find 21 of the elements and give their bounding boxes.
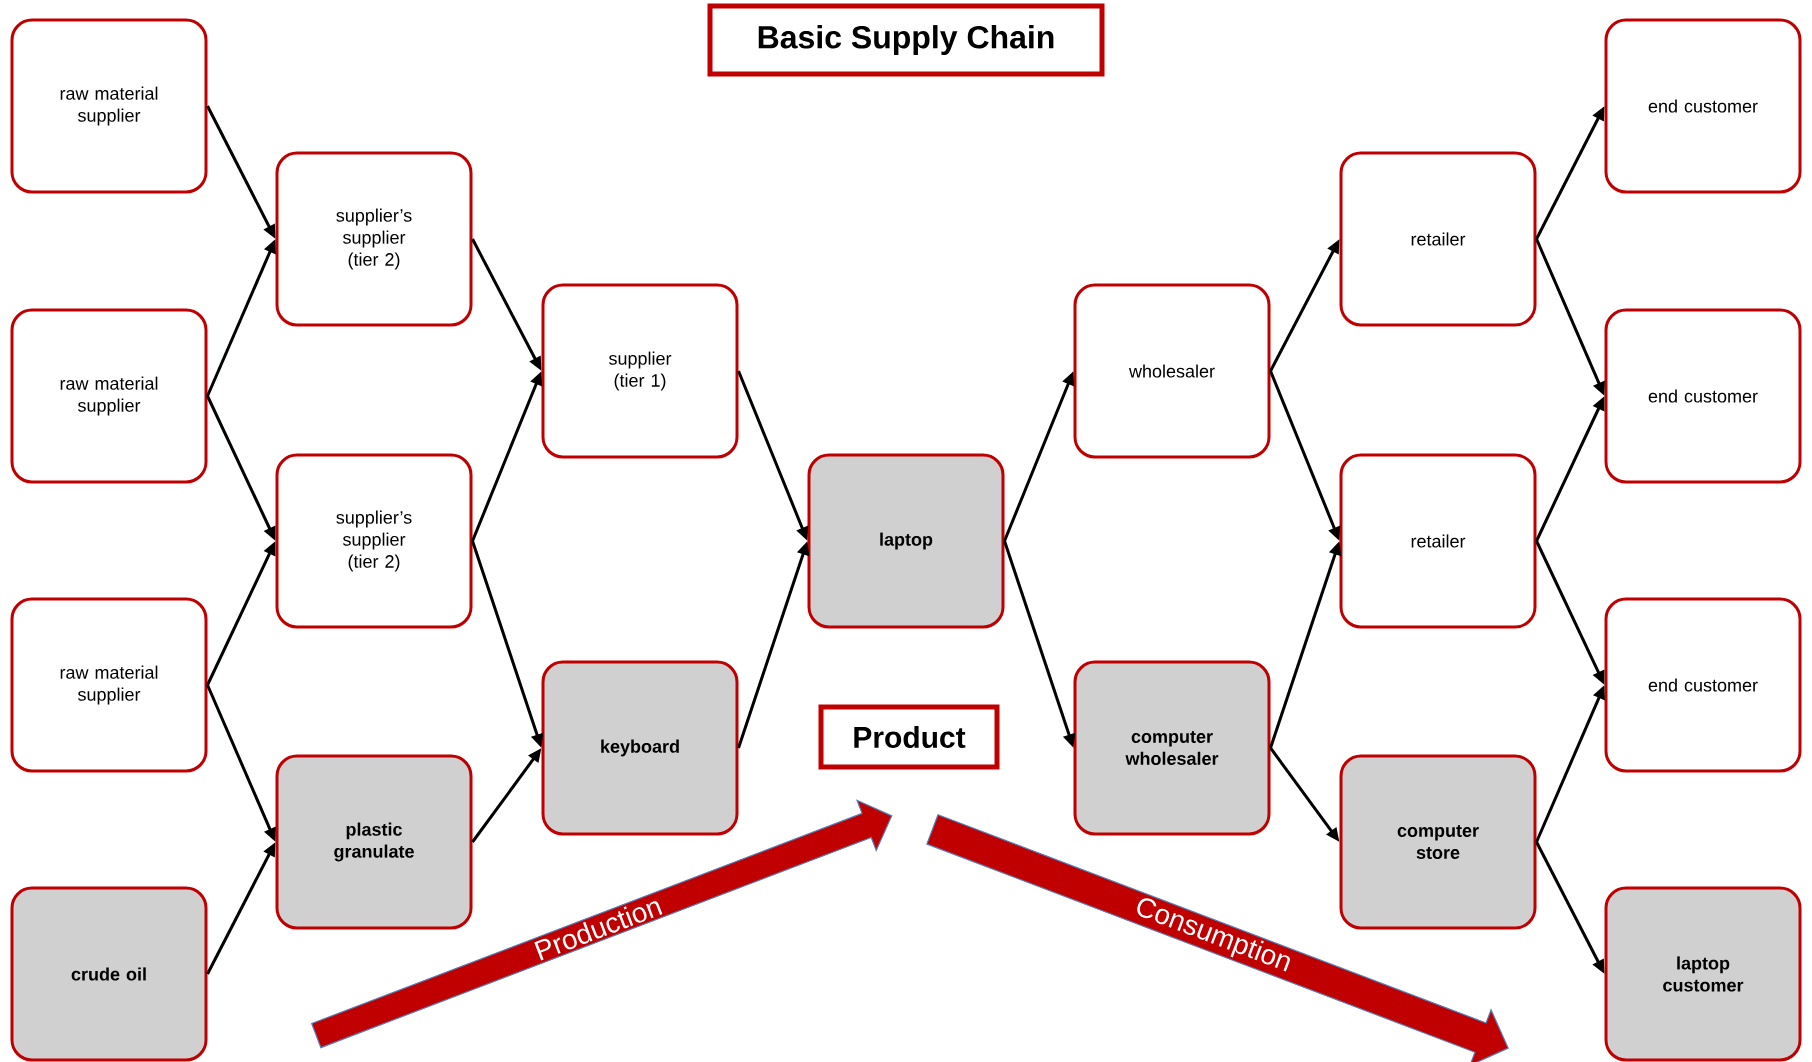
process-box: wholesaler [1073,283,1271,459]
product-box: keyboard [541,660,739,836]
process-box: raw material supplier [10,597,208,773]
product-box: crude oil [10,886,208,1062]
process-box: retailer [1339,151,1537,327]
process-box: raw material supplier [10,18,208,194]
process-box: end customer [1604,597,1802,773]
process-box: supplier (tier 1) [541,283,739,459]
product-box: computer store [1339,754,1537,930]
process-box: raw material supplier [10,308,208,484]
product-box: laptop [807,453,1005,629]
process-box: supplier’s supplier (tier 2) [275,453,473,629]
process-box: supplier’s supplier (tier 2) [275,151,473,327]
product-box: computer wholesaler [1073,660,1271,836]
product-box: laptop customer [1604,886,1802,1062]
process-box: end customer [1604,308,1802,484]
product-label-box: Product [818,704,1000,770]
title-box: Basic Supply Chain [707,3,1105,77]
product-box: plastic granulate [275,754,473,930]
process-box: retailer [1339,453,1537,629]
process-box: end customer [1604,18,1802,194]
